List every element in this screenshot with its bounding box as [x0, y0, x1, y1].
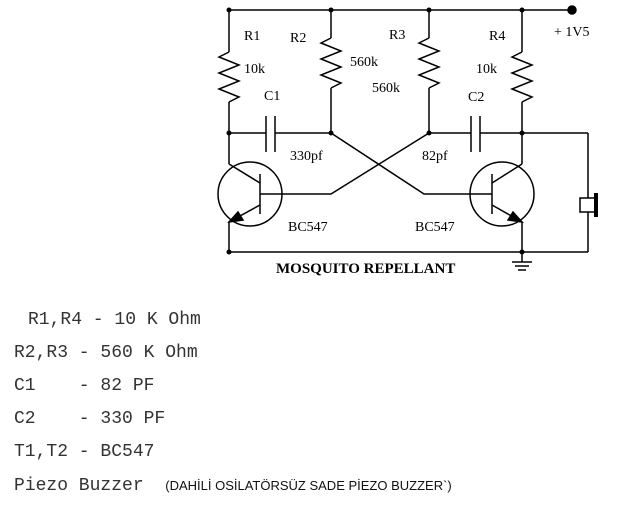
- c1-value-label: 330pf: [290, 149, 323, 164]
- circuit-schematic: R1 10k R2 560k R3 560k R4 10k C1 330pf C…: [216, 5, 598, 277]
- cross-wire-left-to-right: [330, 132, 482, 195]
- supply-terminal: [567, 5, 577, 15]
- schematic-title: MOSQUITO REPELLANT: [276, 261, 455, 277]
- transistor-t1: [217, 133, 283, 252]
- r1-value-label: 10k: [244, 62, 265, 77]
- parts-list-item: T1,T2 - BC547: [14, 436, 452, 469]
- c1-name-label: C1: [264, 89, 280, 104]
- c2-name-label: C2: [468, 90, 484, 105]
- r3-name-label: R3: [389, 28, 405, 43]
- part-text: Piezo Buzzer: [14, 476, 144, 496]
- parts-list-item: R2,R3 - 560 K Ohm: [14, 337, 452, 370]
- ground-icon: [512, 252, 532, 271]
- r3-value-label: 560k: [372, 81, 400, 96]
- junction-dots: [226, 7, 525, 255]
- r1-name-label: R1: [244, 29, 260, 44]
- transistor-t2: [469, 133, 535, 252]
- t1-label: BC547: [288, 220, 328, 235]
- t2-label: BC547: [415, 220, 455, 235]
- r4-name-label: R4: [489, 29, 505, 44]
- r2-name-label: R2: [290, 31, 306, 46]
- r4-value-label: 10k: [476, 62, 497, 77]
- resistor-r1: [216, 10, 242, 133]
- part-text: R2,R3 - 560 K Ohm: [14, 343, 198, 363]
- supply-label: + 1V5: [554, 25, 590, 40]
- resistor-r4: [509, 10, 535, 133]
- parts-list: R1,R4 - 10 K Ohm R2,R3 - 560 K Ohm C1 - …: [14, 304, 452, 502]
- part-text: T1,T2 - BC547: [14, 442, 155, 462]
- resistor-r3: [416, 10, 442, 133]
- buzzer-note: (DAHİLİ OSİLATÖRSÜZ SADE PİEZO BUZZER`): [165, 478, 452, 493]
- part-text: C2 - 330 PF: [14, 409, 166, 429]
- part-text: R1,R4 - 10 K Ohm: [28, 310, 201, 330]
- piezo-buzzer: [522, 132, 598, 252]
- parts-list-item: C2 - 330 PF: [14, 403, 452, 436]
- parts-list-item: R1,R4 - 10 K Ohm: [14, 304, 452, 337]
- r2-value-label: 560k: [350, 55, 378, 70]
- cross-wire-right-to-left: [282, 132, 430, 195]
- resistor-r2: [318, 10, 344, 133]
- parts-list-item: C1 - 82 PF: [14, 370, 452, 403]
- parts-list-item: Piezo Buzzer (DAHİLİ OSİLATÖRSÜZ SADE Pİ…: [14, 469, 452, 502]
- capacitor-c2: [429, 116, 522, 152]
- part-text: C1 - 82 PF: [14, 376, 155, 396]
- c2-value-label: 82pf: [422, 149, 448, 164]
- capacitor-c1: [229, 116, 331, 152]
